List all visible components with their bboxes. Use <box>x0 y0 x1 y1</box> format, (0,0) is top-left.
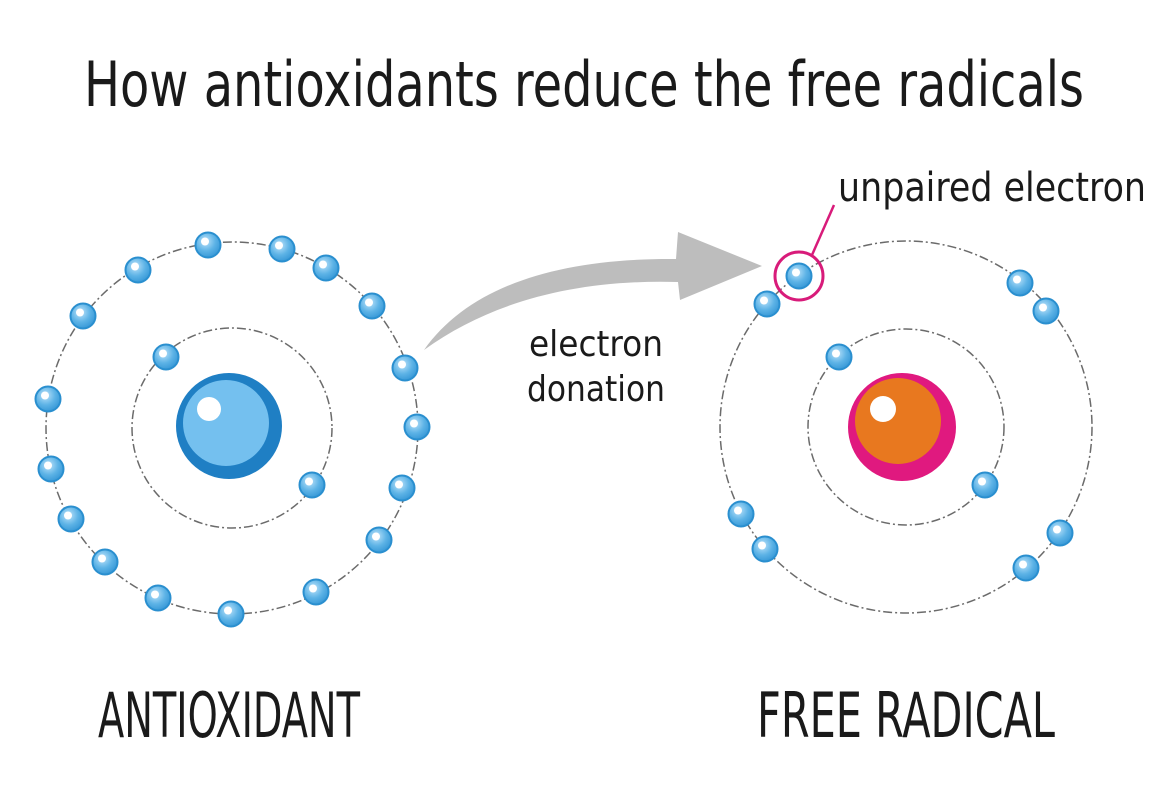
electron-icon <box>1032 297 1060 325</box>
callout-leader-line <box>810 204 836 256</box>
free-radical-atom <box>719 240 1093 614</box>
antioxidant-inner-orbit <box>131 327 333 529</box>
electron-icon <box>152 343 180 371</box>
unpaired-electron-label: unpaired electron <box>838 165 1146 211</box>
antioxidant-electrons <box>34 231 431 628</box>
antioxidant-atom <box>34 231 431 628</box>
electron-icon <box>37 455 65 483</box>
electron-icon <box>403 413 431 441</box>
electron-icon <box>298 471 326 499</box>
electron-icon <box>825 343 853 371</box>
electron-donation-label-line1: electron <box>529 324 663 365</box>
unpaired-electron-callout <box>773 204 836 302</box>
diagram-title: How antioxidants reduce the free radical… <box>84 48 1084 121</box>
electron-donation-label-line2: donation <box>527 369 665 410</box>
antioxidant-nucleus <box>176 373 282 479</box>
electron-icon <box>124 256 152 284</box>
electron-icon <box>194 231 222 259</box>
electron-icon <box>727 500 755 528</box>
electron-icon <box>358 292 386 320</box>
electron-icon <box>57 505 85 533</box>
electron-icon <box>1012 554 1040 582</box>
electron-icon <box>1046 519 1074 547</box>
electron-icon <box>391 354 419 382</box>
free-radical-nucleus <box>848 373 956 481</box>
electron-icon <box>302 578 330 606</box>
electron-icon <box>144 584 172 612</box>
electron-icon <box>91 548 119 576</box>
electron-icon <box>365 526 393 554</box>
unpaired-electron-ring <box>773 250 825 302</box>
antioxidant-label: ANTIOXIDANT <box>98 679 361 752</box>
electron-icon <box>971 471 999 499</box>
electron-icon <box>268 235 296 263</box>
electron-icon <box>388 474 416 502</box>
free-radical-label: FREE RADICAL <box>757 679 1055 752</box>
electron-icon <box>69 302 97 330</box>
electron-icon <box>753 290 781 318</box>
electron-icon <box>785 262 813 290</box>
electron-icon <box>312 254 340 282</box>
electron-icon <box>1006 269 1034 297</box>
electron-icon <box>217 600 245 628</box>
free-radical-electrons <box>727 262 1074 582</box>
electron-donation-arrow <box>424 232 762 350</box>
free-radical-inner-orbit <box>807 328 1005 526</box>
electron-icon <box>34 385 62 413</box>
free-radical-outer-orbit <box>719 240 1093 614</box>
electron-icon <box>751 535 779 563</box>
